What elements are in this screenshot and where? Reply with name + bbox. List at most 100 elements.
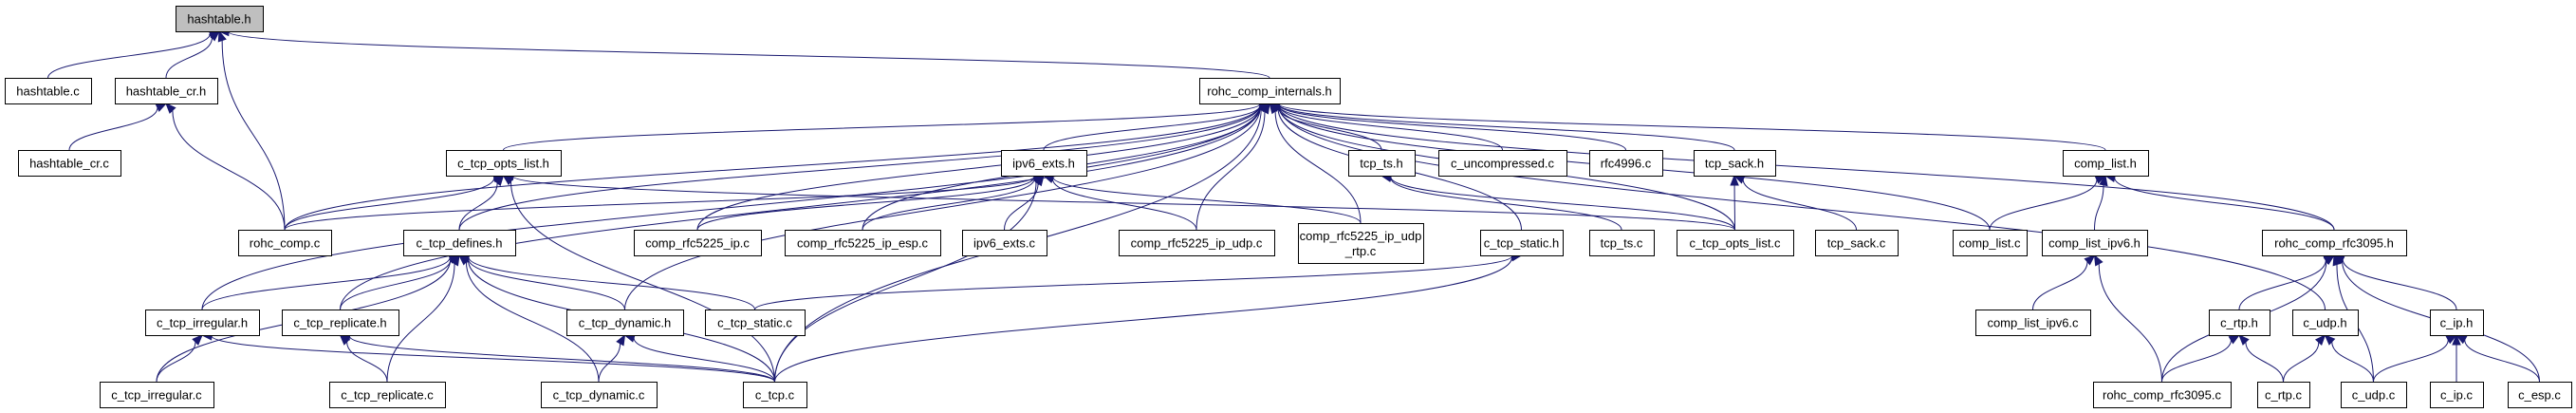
node-rfc4996-c[interactable]: rfc4996.c xyxy=(1589,150,1663,177)
arrowhead-icon xyxy=(1730,174,1739,186)
node-box[interactable] xyxy=(1694,150,1776,177)
node-hashtable-c[interactable]: hashtable.c xyxy=(5,78,92,104)
arrowhead-icon xyxy=(2324,334,2336,346)
edge-c_tcp_defines_h-to-c_tcp_opts_list_h xyxy=(458,182,498,231)
node-box[interactable] xyxy=(100,382,214,408)
node-box[interactable] xyxy=(1975,310,2091,336)
node-box[interactable] xyxy=(566,310,684,336)
node-c-tcp-c[interactable]: c_tcp.c xyxy=(743,382,807,408)
edge-c_tcp_opts_list_c-to-c_tcp_opts_list_h xyxy=(511,176,1735,231)
node-c-tcp-static-c[interactable]: c_tcp_static.c xyxy=(705,310,806,336)
node-box[interactable] xyxy=(2209,310,2270,336)
node-tcp-ts-h[interactable]: tcp_ts.h xyxy=(1348,150,1416,177)
node-box[interactable] xyxy=(5,78,92,104)
node-box[interactable] xyxy=(2093,382,2232,408)
node-c-rtp-c[interactable]: c_rtp.c xyxy=(2257,382,2310,408)
edge-comp_rfc5225_ip_c-to-rohc_comp_internals_h xyxy=(696,105,1261,231)
node-box[interactable] xyxy=(705,310,806,336)
node-box[interactable] xyxy=(115,78,218,104)
node-hashtable-cr-h[interactable]: hashtable_cr.h xyxy=(115,78,218,104)
node-box[interactable] xyxy=(1438,150,1567,177)
node-box[interactable] xyxy=(2508,382,2572,408)
node-label: hashtable_cr.c xyxy=(29,157,109,171)
node-box[interactable] xyxy=(18,150,121,177)
node-comp-list-ipv6-h[interactable]: comp_list_ipv6.h xyxy=(2042,230,2148,256)
node-comp-list-h[interactable]: comp_list.h xyxy=(2063,150,2149,177)
node-box[interactable] xyxy=(1815,230,1899,256)
edge-ipv6_exts_c-to-ipv6_exts_h xyxy=(1004,183,1039,231)
node-box[interactable] xyxy=(2257,382,2310,408)
node-box[interactable] xyxy=(145,310,260,336)
node-comp-list-c[interactable]: comp_list.c xyxy=(1953,230,2028,256)
node-c-tcp-replicate-c[interactable]: c_tcp_replicate.c xyxy=(329,382,446,408)
node-box[interactable] xyxy=(1953,230,2028,256)
node-box[interactable] xyxy=(1480,230,1564,256)
node-box[interactable] xyxy=(2262,230,2407,256)
node-c-tcp-dynamic-h[interactable]: c_tcp_dynamic.h xyxy=(566,310,684,336)
node-rohc-comp-internals-h[interactable]: rohc_comp_internals.h xyxy=(1199,78,1341,104)
node-box[interactable] xyxy=(1199,78,1341,104)
node-rohc-comp-rfc3095-h[interactable]: rohc_comp_rfc3095.h xyxy=(2262,230,2407,256)
arrowhead-icon xyxy=(192,334,203,346)
node-c-udp-c[interactable]: c_udp.c xyxy=(2341,382,2407,408)
node-box[interactable] xyxy=(176,6,264,32)
node-box[interactable] xyxy=(1589,230,1655,256)
node-hashtable-h[interactable]: hashtable.h xyxy=(176,6,264,32)
node-c-rtp-h[interactable]: c_rtp.h xyxy=(2209,310,2270,336)
node-c-tcp-replicate-h[interactable]: c_tcp_replicate.h xyxy=(282,310,399,336)
edge-comp_rfc5225_ip_udp_rtp_c-to-ipv6_exts_h xyxy=(1052,177,1362,224)
node-c-ip-h[interactable]: c_ip.h xyxy=(2430,310,2484,336)
node-box[interactable] xyxy=(446,150,562,177)
node-box[interactable] xyxy=(962,230,1047,256)
node-box[interactable] xyxy=(2063,150,2149,177)
node-comp-rfc5225-ip-c[interactable]: comp_rfc5225_ip.c xyxy=(634,230,762,256)
node-box[interactable] xyxy=(2341,382,2407,408)
node-tcp-ts-c[interactable]: tcp_ts.c xyxy=(1589,230,1655,256)
node-c-tcp-opts-list-c[interactable]: c_tcp_opts_list.c xyxy=(1677,230,1794,256)
node-rohc-comp-rfc3095-c[interactable]: rohc_comp_rfc3095.c xyxy=(2093,382,2232,408)
node-tcp-sack-h[interactable]: tcp_sack.h xyxy=(1694,150,1776,177)
node-box[interactable] xyxy=(1298,223,1424,264)
node-c-tcp-static-h[interactable]: c_tcp_static.h xyxy=(1480,230,1564,256)
node-box[interactable] xyxy=(743,382,807,408)
edge-c_tcp_replicate_c-to-c_tcp_defines_h xyxy=(386,263,455,383)
node-c-ip-c[interactable]: c_ip.c xyxy=(2430,382,2484,408)
edge-c_tcp_dynamic_c-to-c_tcp_dynamic_h xyxy=(598,343,621,383)
node-label: rohc_comp.c xyxy=(250,236,321,251)
edge-c_tcp_irregular_h-to-rohc_comp_internals_h xyxy=(201,104,1261,310)
node-box[interactable] xyxy=(1348,150,1416,177)
node-comp-list-ipv6-c[interactable]: comp_list_ipv6.c xyxy=(1975,310,2091,336)
node-box[interactable] xyxy=(785,230,941,256)
node-box[interactable] xyxy=(282,310,399,336)
node-c-udp-h[interactable]: c_udp.h xyxy=(2292,310,2359,336)
node-c-esp-c[interactable]: c_esp.c xyxy=(2508,382,2572,408)
node-rohc-comp-c[interactable]: rohc_comp.c xyxy=(238,230,332,256)
node-box[interactable] xyxy=(2042,230,2148,256)
node-c-tcp-defines-h[interactable]: c_tcp_defines.h xyxy=(403,230,516,256)
node-c-tcp-irregular-c[interactable]: c_tcp_irregular.c xyxy=(100,382,214,408)
node-box[interactable] xyxy=(2430,310,2484,336)
node-box[interactable] xyxy=(2430,382,2484,408)
node-box[interactable] xyxy=(541,382,658,408)
node-hashtable-cr-c[interactable]: hashtable_cr.c xyxy=(18,150,121,177)
node-box[interactable] xyxy=(1677,230,1794,256)
node-c-tcp-opts-list-h[interactable]: c_tcp_opts_list.h xyxy=(446,150,562,177)
node-box[interactable] xyxy=(329,382,446,408)
node-box[interactable] xyxy=(634,230,762,256)
node-label: ipv6_exts.c xyxy=(973,236,1036,251)
node-c-tcp-dynamic-c[interactable]: c_tcp_dynamic.c xyxy=(541,382,658,408)
node-box[interactable] xyxy=(2292,310,2359,336)
node-box[interactable] xyxy=(403,230,516,256)
node-comp-rfc5225-ip-udp-c[interactable]: comp_rfc5225_ip_udp.c xyxy=(1119,230,1275,256)
node-c-uncompressed-c[interactable]: c_uncompressed.c xyxy=(1438,150,1567,177)
node-comp-rfc5225-ip-esp-c[interactable]: comp_rfc5225_ip_esp.c xyxy=(785,230,941,256)
node-ipv6-exts-c[interactable]: ipv6_exts.c xyxy=(962,230,1047,256)
node-box[interactable] xyxy=(238,230,332,256)
node-box[interactable] xyxy=(1119,230,1275,256)
node-c-tcp-irregular-h[interactable]: c_tcp_irregular.h xyxy=(145,310,260,336)
node-tcp-sack-c[interactable]: tcp_sack.c xyxy=(1815,230,1899,256)
node-box[interactable] xyxy=(1001,150,1087,177)
node-box[interactable] xyxy=(1589,150,1663,177)
node-comp-rfc5225-ip-udp-rtp-c[interactable]: comp_rfc5225_ip_udp_rtp.c xyxy=(1298,223,1424,264)
node-ipv6-exts-h[interactable]: ipv6_exts.h xyxy=(1001,150,1087,177)
